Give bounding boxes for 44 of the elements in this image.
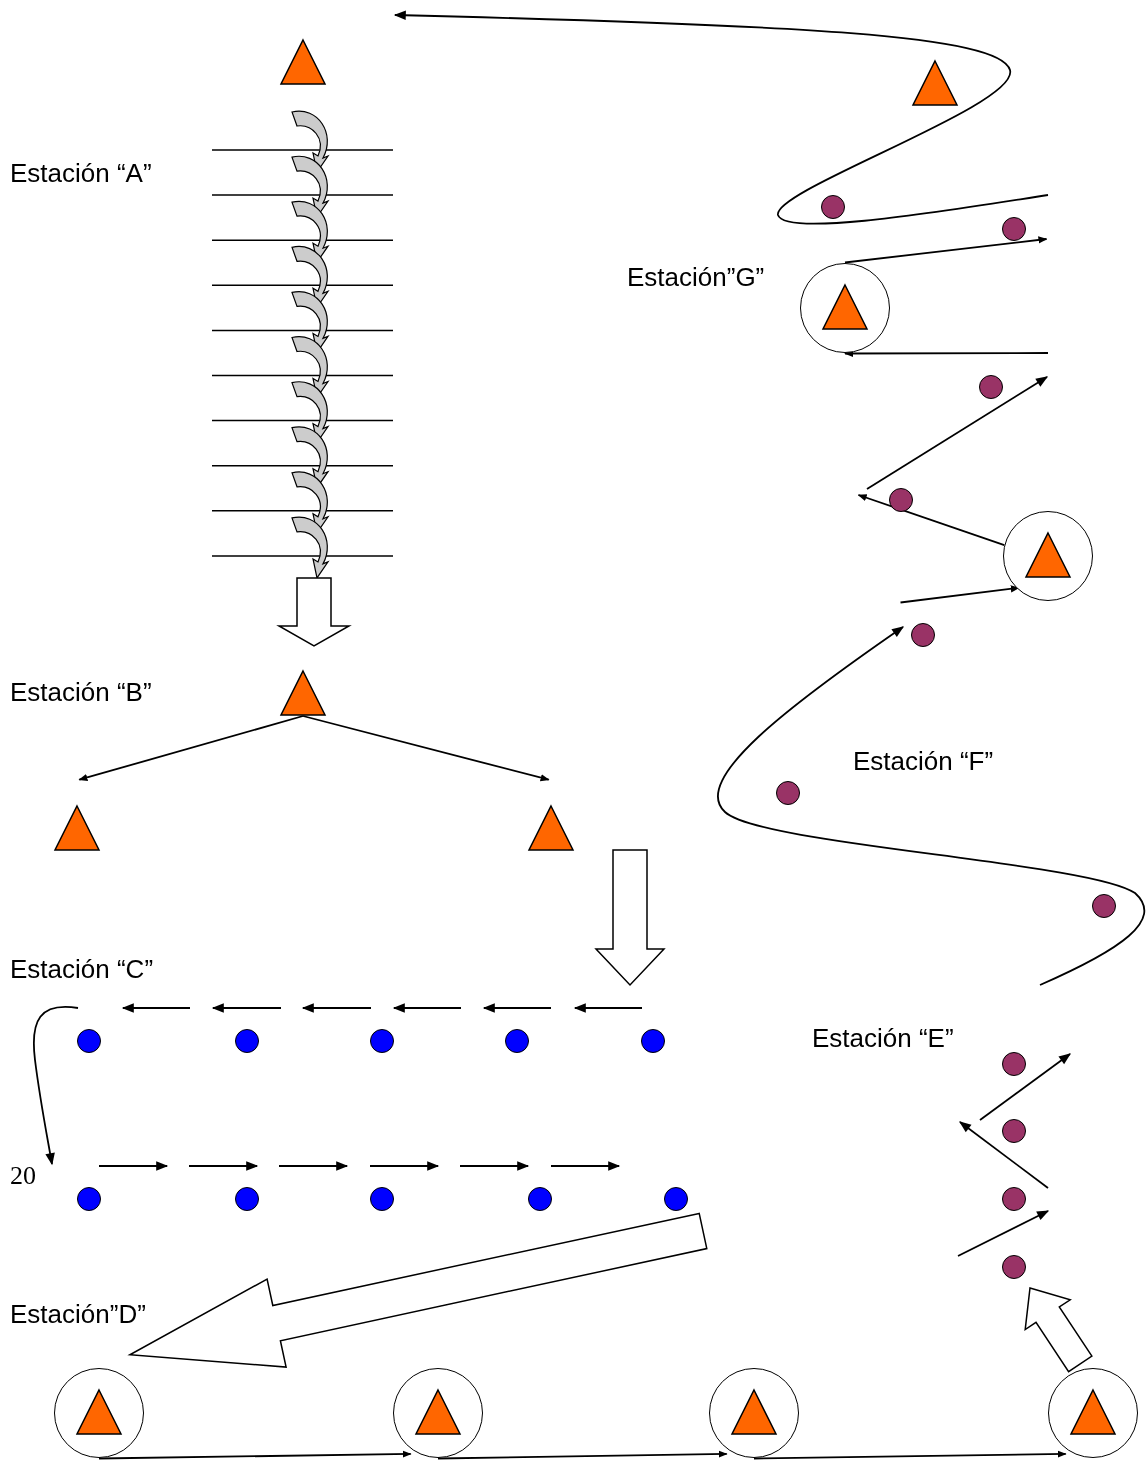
ball-dot [1091, 893, 1116, 918]
ball-dot [1001, 1254, 1026, 1279]
station-label: Estación “F” [853, 746, 994, 777]
cone-triangle [912, 60, 958, 106]
cone-triangle [280, 39, 326, 85]
ball-dot [978, 374, 1003, 399]
arrow [857, 494, 1006, 546]
ball-dot [76, 1186, 101, 1211]
ball-dot [234, 1186, 259, 1211]
block-arrow [127, 1212, 708, 1368]
ball-dot [76, 1028, 101, 1053]
ball-dot [369, 1028, 394, 1053]
ball-dot [504, 1028, 529, 1053]
ball-dot [234, 1028, 259, 1053]
arrow [844, 236, 1048, 264]
ball-dot [820, 194, 845, 219]
arrow [844, 349, 1049, 358]
ball-dot [1001, 1118, 1026, 1143]
ball-dot [1001, 1186, 1026, 1211]
arrow [753, 1450, 1067, 1460]
arrow [302, 715, 550, 782]
cone-triangle [54, 805, 100, 851]
ball-dot [527, 1186, 552, 1211]
station-label: Estación “B” [10, 677, 152, 708]
ball-dot [640, 1028, 665, 1053]
station-label: Estación”D” [10, 1299, 146, 1330]
arrow [98, 1450, 412, 1460]
ball-dot [369, 1186, 394, 1211]
ball-dot [1001, 1051, 1026, 1076]
cone-triangle [528, 805, 574, 851]
ball-dot [775, 780, 800, 805]
arrow [78, 715, 304, 781]
block-arrow [1024, 1287, 1093, 1373]
station-label: Estación “E” [812, 1023, 954, 1054]
ball-dot [663, 1186, 688, 1211]
arrow [437, 1450, 728, 1460]
ball-dot [910, 622, 935, 647]
cone-triangle [280, 670, 326, 716]
ball-dot [888, 487, 913, 512]
station-label: Estación”G” [627, 262, 765, 293]
ball-dot [1001, 216, 1026, 241]
station-label: Estación “A” [10, 158, 152, 189]
repetition-count: 20 [10, 1161, 36, 1191]
station-label: Estación “C” [10, 954, 154, 985]
